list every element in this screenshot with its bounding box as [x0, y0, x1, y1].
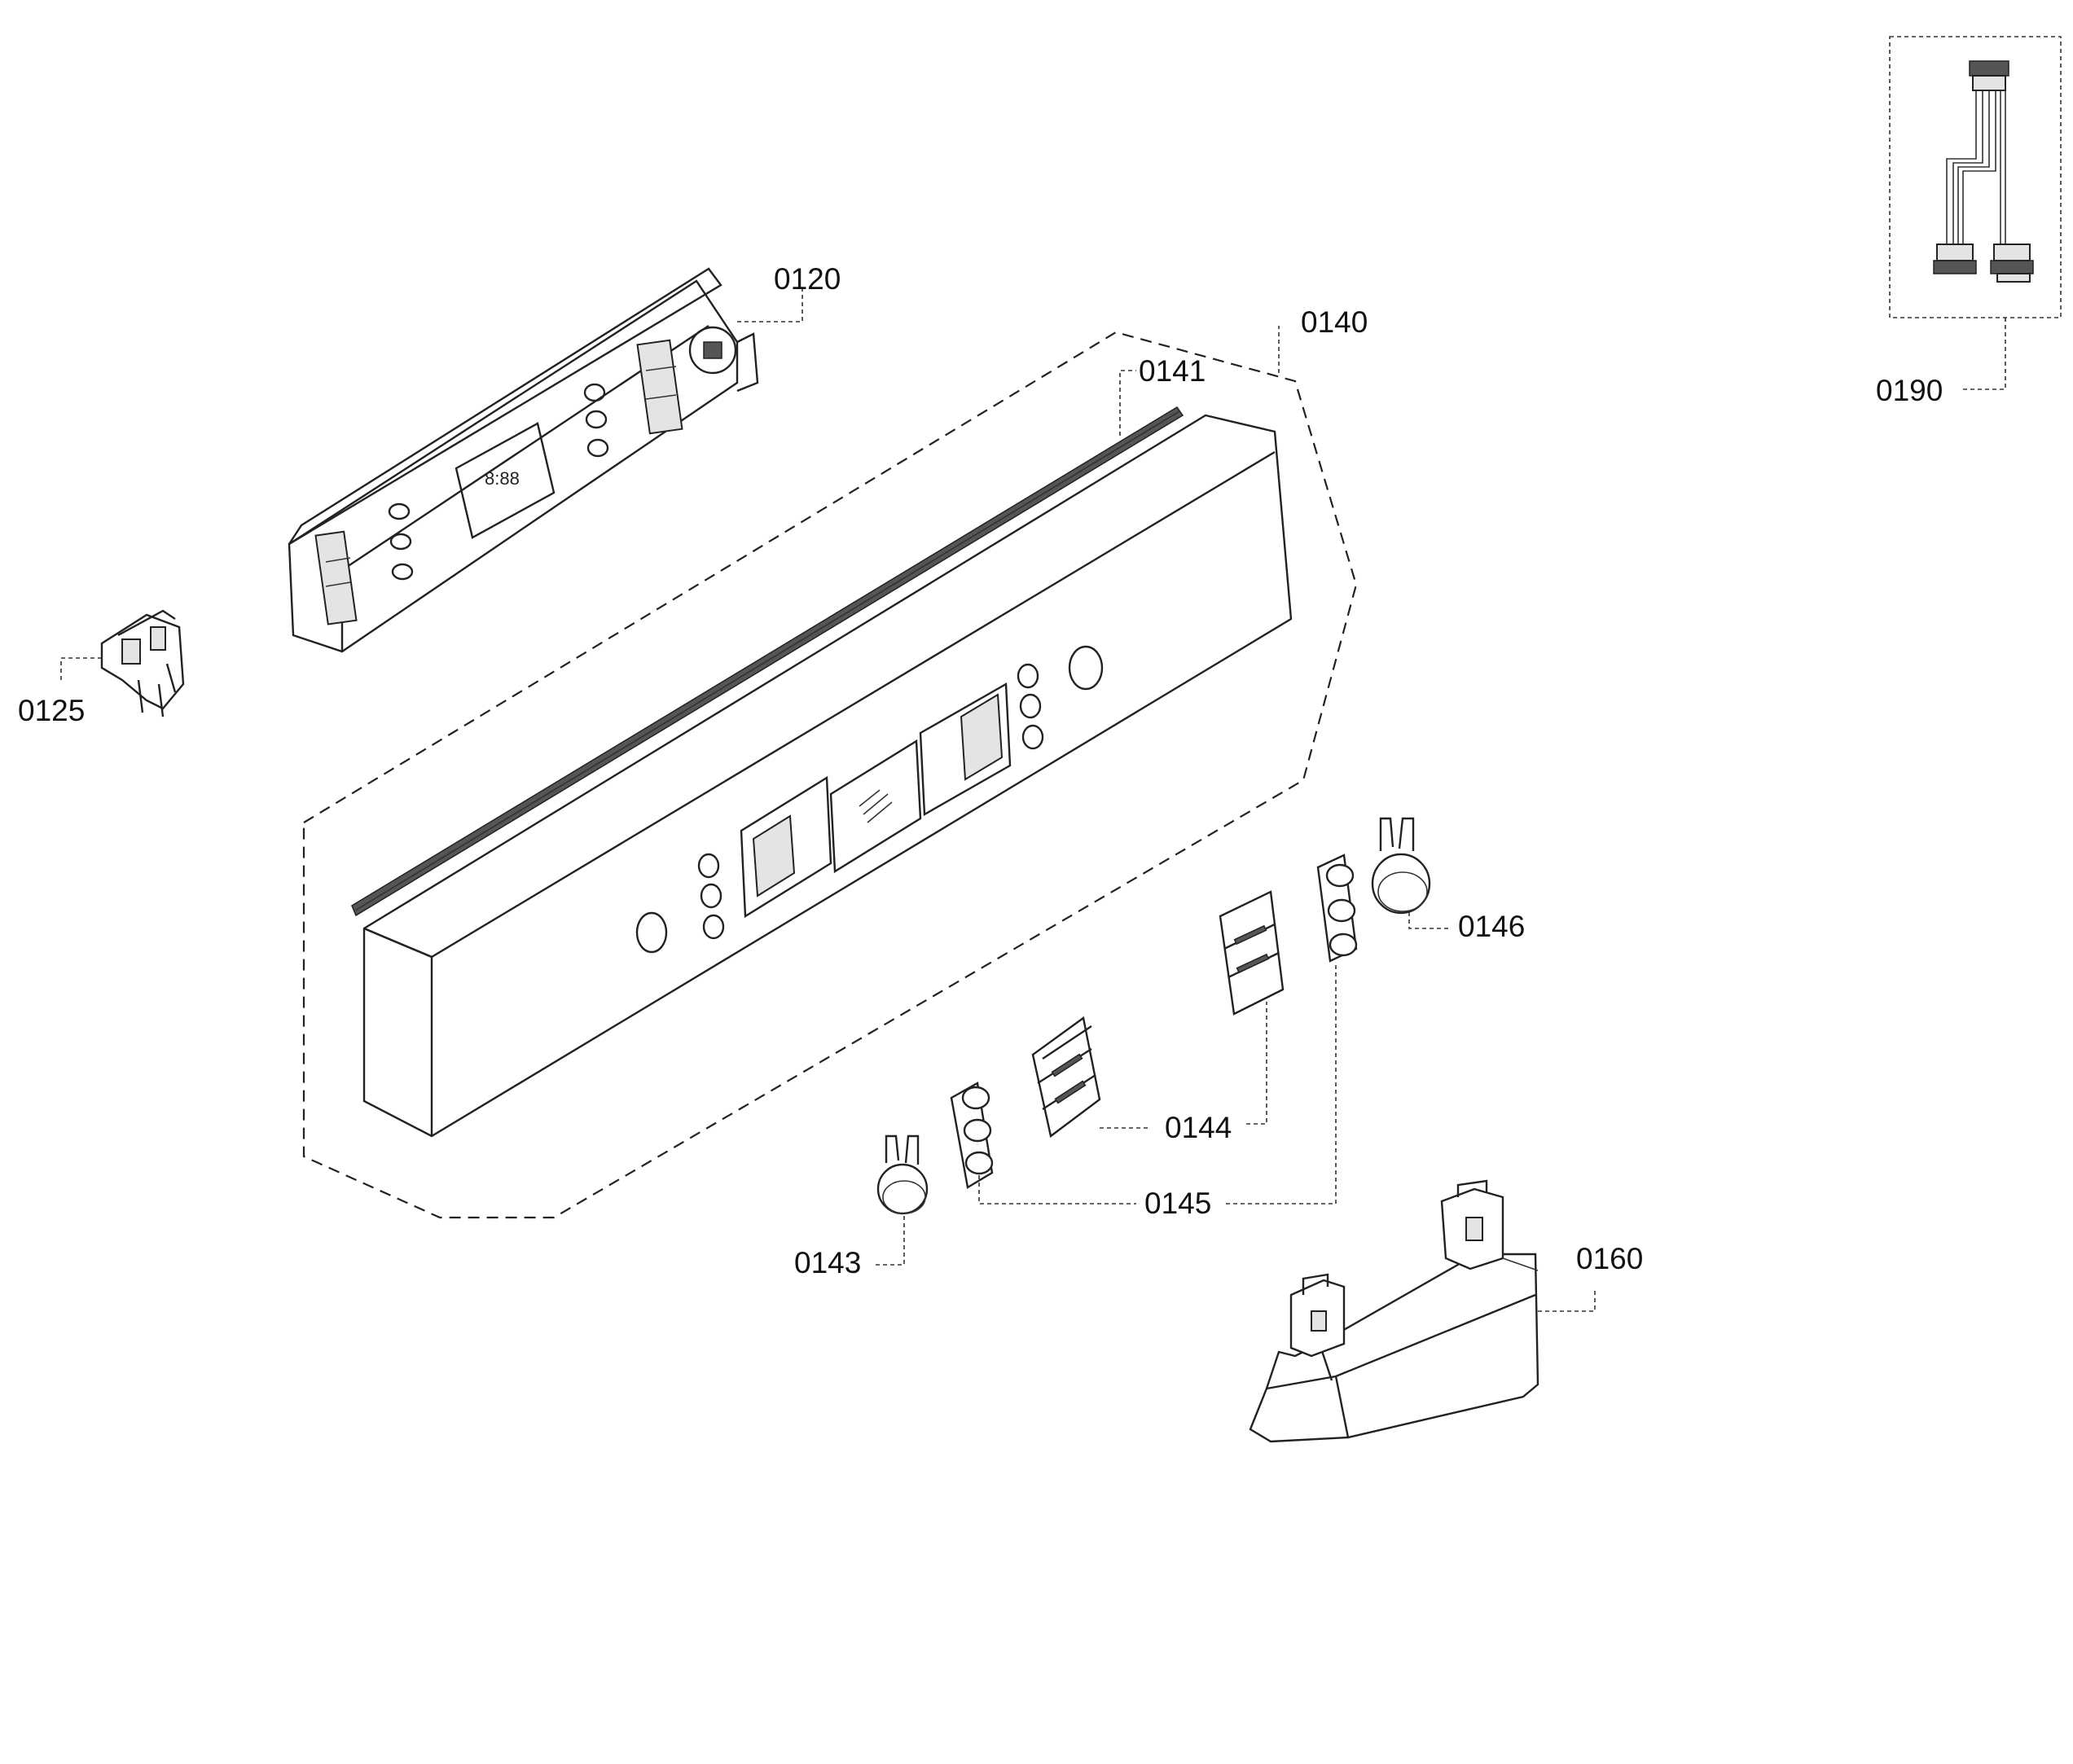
- part-0160-module-housing[interactable]: [1249, 1179, 1539, 1443]
- part-0143-rotary-knob[interactable]: [876, 1134, 929, 1215]
- part-0125-connector-clip[interactable]: [100, 609, 185, 717]
- label-0140: 0140: [1301, 305, 1368, 339]
- part-0145-button-set-right[interactable]: [1316, 853, 1358, 963]
- label-0143: 0143: [794, 1246, 861, 1279]
- label-0120: 0120: [774, 262, 841, 296]
- label-0190: 0190: [1876, 374, 1943, 407]
- part-0144-button-block-left[interactable]: [1031, 1016, 1101, 1139]
- label-0145: 0145: [1144, 1187, 1211, 1220]
- label-0141: 0141: [1139, 354, 1206, 388]
- label-0146: 0146: [1458, 910, 1525, 943]
- part-0190-wiring-harness[interactable]: [1933, 60, 2034, 283]
- group-0140-boundary: [302, 331, 1358, 1219]
- group-0190-boundary: [1889, 36, 2062, 318]
- svg-text:8:88: 8:88: [485, 468, 520, 489]
- label-0160: 0160: [1576, 1242, 1643, 1275]
- label-0125: 0125: [18, 694, 85, 727]
- part-0145-button-set-left[interactable]: [950, 1082, 994, 1189]
- part-0120-control-module[interactable]: 8:88: [288, 267, 759, 653]
- part-0140-control-panel[interactable]: [362, 414, 1293, 1138]
- part-0141-trim-strip[interactable]: [351, 406, 1184, 917]
- part-0146-rotary-knob[interactable]: [1371, 817, 1431, 915]
- label-0144: 0144: [1165, 1111, 1232, 1144]
- part-0144-button-block-right[interactable]: [1219, 890, 1285, 1016]
